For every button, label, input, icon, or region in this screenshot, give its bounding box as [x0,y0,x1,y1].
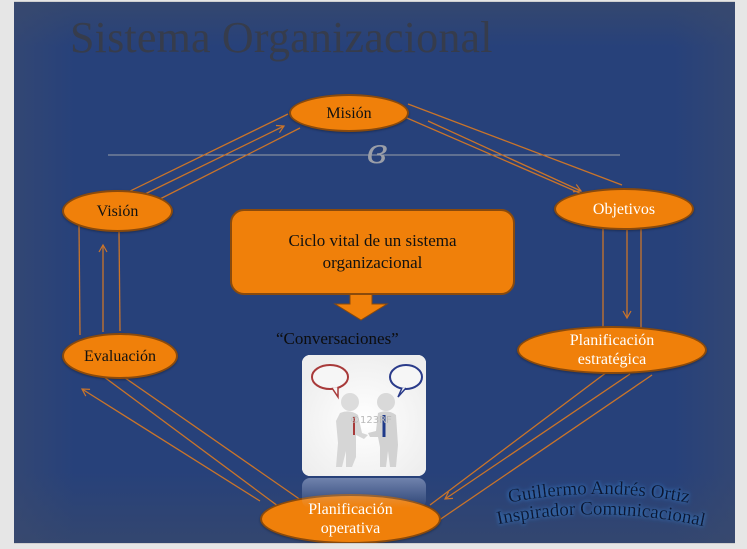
connector-vision-mision-a [119,113,289,197]
connector-mision-objetivos-arrow [427,120,583,193]
node-evaluacion-label: Evaluación [84,347,156,365]
image-reflection [302,478,426,508]
connector-mision-objetivos-a [407,103,623,186]
node-objetivos: Objetivos [554,188,694,230]
down-arrow [333,293,389,321]
connector-oper-eval-b [117,372,309,506]
node-evaluacion: Evaluación [62,333,178,379]
connector-estr-oper-arrow [443,373,631,500]
connector-vision-mision-b [155,127,301,202]
node-vision: Visión [62,190,173,232]
connector-oper-eval-a [91,367,287,513]
center-box: Ciclo vital de un sistema organizacional [230,209,515,295]
signature: Guillermo Andrés Ortiz Inspirador Comuni… [495,480,707,531]
node-plan-oper-line1: Planificación [308,501,393,518]
speech-bubble-red-icon [311,364,349,390]
node-plan-oper-line2: operativa [320,520,381,537]
node-planificacion-operativa: Planificación operativa [260,494,441,543]
slide-title: Sistema Organizacional [70,13,493,62]
connector-oper-eval-arrow [80,388,261,502]
slide: Sistema Organizacional [14,1,735,544]
connector-vision-mision-arrow [144,124,286,195]
node-vision-label: Visión [96,202,139,220]
speech-bubble-blue-icon [389,364,423,390]
connector-lines [78,103,653,526]
node-objetivos-label: Objetivos [592,200,656,218]
svg-text:©123RF: ©123RF [350,415,392,426]
handshake-image: ©123RF [302,355,426,476]
handshake-illustration-icon: ©123RF [302,355,426,476]
node-plan-estr-line2: estratégica [577,351,647,368]
connector-estr-oper-b [431,374,653,526]
connector-mision-objetivos-b [399,114,583,195]
caption-conversaciones: “Conversaciones” [276,329,399,348]
node-mision-label: Misión [326,104,372,122]
node-plan-estr-line1: Planificación [569,332,655,349]
ornament-icon: ɞ [366,132,388,172]
connector-eval-vision-a [78,223,81,336]
connector-eval-vision-b [118,230,121,332]
connector-estr-oper-a [429,371,608,506]
node-planificacion-estrategica: Planificación estratégica [517,326,707,374]
node-mision: Misión [289,94,409,132]
center-box-line1: Ciclo vital de un sistema [288,231,457,250]
center-box-line2: organizacional [322,253,423,272]
